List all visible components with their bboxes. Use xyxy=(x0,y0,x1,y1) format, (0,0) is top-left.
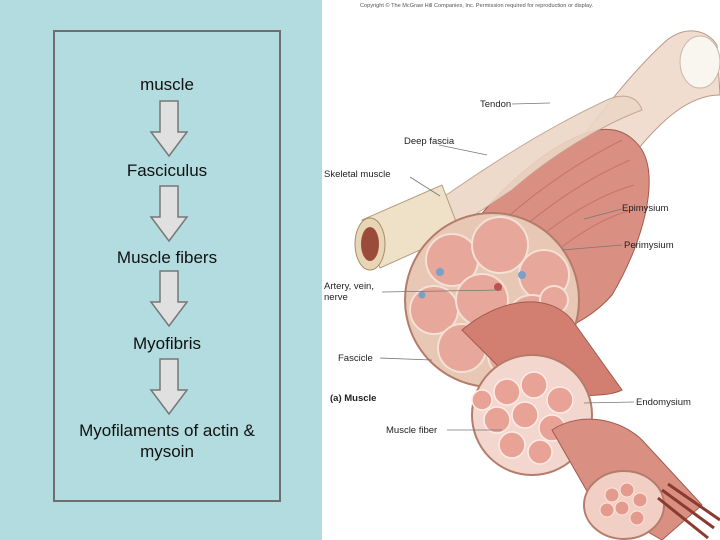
muscle-illustration xyxy=(354,30,720,540)
label-endomysium: Endomysium xyxy=(636,397,691,408)
label-epimysium: Epimysium xyxy=(622,203,669,214)
down-arrow-icon xyxy=(149,358,189,416)
step-muscle-fibers: Muscle fibers xyxy=(116,248,218,267)
figure-caption: (a) Muscle xyxy=(330,393,377,404)
copyright-notice: Copyright © The McGraw Hill Companies, I… xyxy=(360,3,594,9)
label-muscle-fiber: Muscle fiber xyxy=(386,425,438,436)
down-arrow-icon xyxy=(149,270,189,328)
label-fascicle: Fascicle xyxy=(338,353,373,364)
label-deep-fascia: Deep fascia xyxy=(404,136,455,147)
label-skeletal-muscle: Skeletal muscle xyxy=(324,169,391,180)
step-myofilaments: Myofilaments of actin & mysoin xyxy=(79,421,255,461)
down-arrow-icon xyxy=(149,185,189,243)
muscle-anatomy-figure: Copyright © The McGraw Hill Companies, I… xyxy=(322,0,720,540)
label-perimysium: Perimysium xyxy=(624,240,674,251)
label-tendon: Tendon xyxy=(480,99,512,110)
label-artery-vein-nerve: Artery, vein, nerve xyxy=(324,281,374,303)
step-myofibris: Myofibris xyxy=(132,334,201,353)
step-fasciculus: Fasciculus xyxy=(126,161,208,180)
down-arrow-icon xyxy=(149,100,189,158)
flowchart-border xyxy=(53,30,281,502)
step-muscle: muscle xyxy=(140,75,194,94)
